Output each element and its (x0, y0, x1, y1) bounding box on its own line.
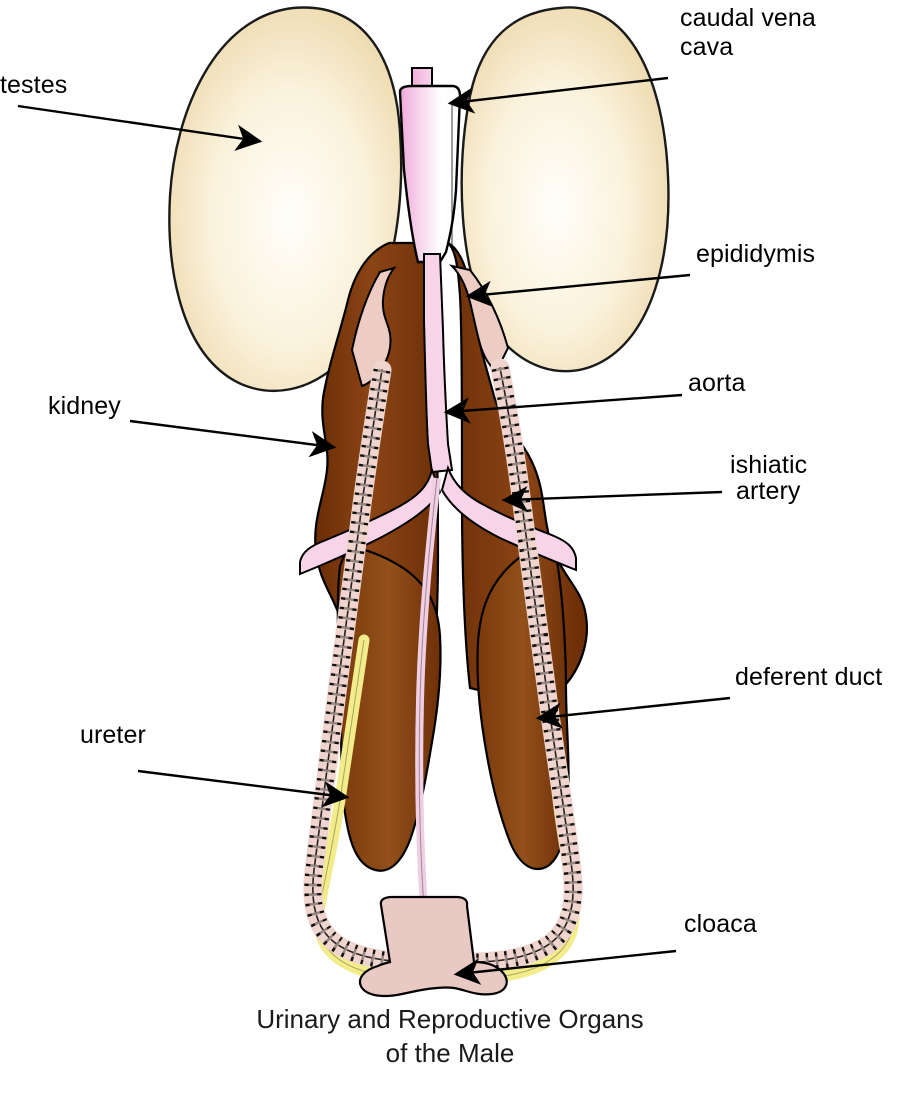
label-ureter: ureter (80, 721, 146, 749)
aorta-leader (443, 393, 683, 424)
epididymis-leader (465, 273, 691, 308)
label-deferent-duct: deferent duct (735, 663, 883, 691)
ishiatic-artery-left (299, 466, 442, 576)
epididymis-left (350, 266, 397, 388)
label-kidney: kidney (48, 392, 121, 420)
label-caudal-vena-cava-line1: caudal vena (680, 4, 816, 32)
ureter-left (313, 634, 420, 984)
deferent-duct-left (303, 360, 424, 972)
aorta (423, 253, 454, 474)
cloaca (358, 895, 508, 998)
label-ishiatic-artery-line2: artery (736, 477, 801, 505)
label-testes: testes (0, 71, 68, 99)
median-vessel (415, 477, 441, 909)
ureter-leader (137, 769, 350, 808)
ishiatic-leader (501, 485, 723, 513)
testis-left (168, 6, 403, 393)
caption-line-2: of the Male (385, 1037, 515, 1068)
label-ishiatic-artery-line1: ishiatic (730, 451, 808, 479)
label-cloaca: cloaca (684, 910, 757, 938)
ishiatic-artery-right (440, 464, 577, 572)
cloaca-leader (453, 949, 677, 985)
figure-caption: Urinary and Reproductive Organs of the M… (0, 1003, 900, 1071)
kidney-leader (129, 419, 337, 458)
label-aorta: aorta (688, 369, 746, 397)
caudal-vena-cava (398, 67, 462, 264)
label-caudal-vena-cava-line2: cava (680, 33, 734, 61)
testes-leader (17, 104, 263, 151)
deferent-leader (535, 696, 731, 729)
leader-lines (17, 76, 731, 985)
label-epididymis: epididymis (696, 240, 816, 268)
caption-line-1: Urinary and Reproductive Organs (256, 1004, 644, 1034)
vena-cava-leader (447, 76, 669, 114)
